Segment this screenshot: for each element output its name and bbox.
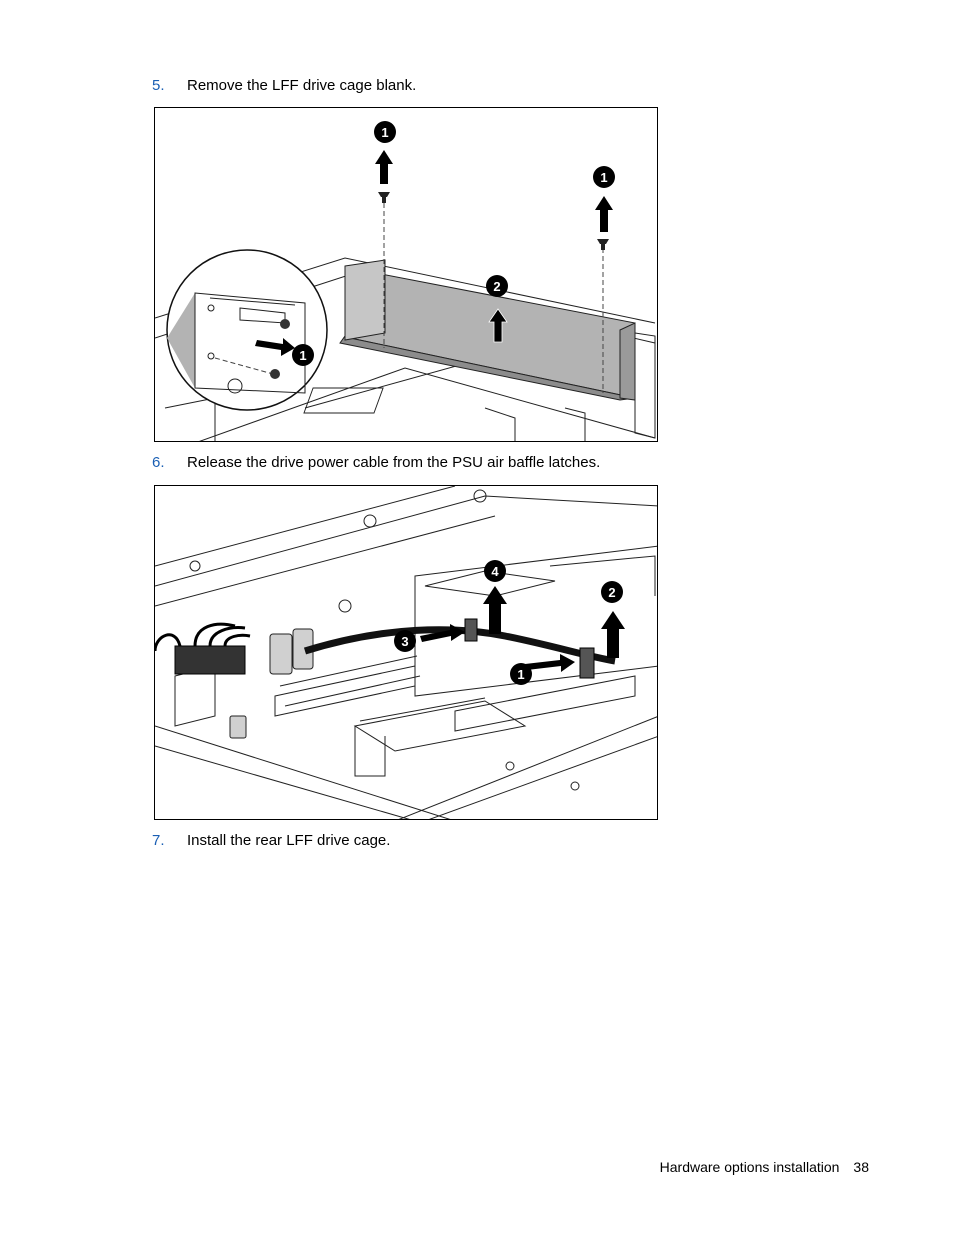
arrow-right-icon [420, 624, 465, 642]
arrow-up-icon [375, 150, 393, 184]
figure-release-power-cable: 4 2 3 1 [154, 485, 658, 820]
lff-drive-cage-blank [339, 259, 636, 401]
svg-text:2: 2 [608, 585, 615, 600]
arrow-up-icon [595, 196, 613, 232]
figure-remove-lff-blank: 1 1 2 1 [154, 107, 658, 442]
screw-icon [597, 239, 609, 250]
arrow-right-icon [525, 654, 575, 672]
step-7: 7. Install the rear LFF drive cage. [152, 832, 390, 850]
callout-3: 3 [394, 630, 416, 652]
screw-icon [378, 192, 390, 203]
callout-1: 1 [510, 663, 532, 685]
svg-text:3: 3 [401, 634, 408, 649]
magnified-detail [166, 249, 328, 411]
step-text: Install the rear LFF drive cage. [187, 832, 391, 849]
arrow-up-icon [488, 308, 508, 343]
page-footer: Hardware options installation 38 [660, 1159, 869, 1175]
svg-text:1: 1 [299, 348, 306, 363]
svg-text:1: 1 [517, 667, 524, 682]
arrow-up-icon [601, 611, 625, 658]
svg-text:1: 1 [381, 125, 388, 140]
callout-1-left-screw: 1 [374, 121, 396, 143]
step-number: 7. [152, 832, 165, 849]
footer-section-title: Hardware options installation [659, 1159, 840, 1175]
step-5: 5. Remove the LFF drive cage blank. [152, 77, 416, 95]
arrow-right-icon [255, 338, 295, 356]
callout-4: 4 [484, 560, 506, 582]
step-number: 6. [152, 454, 165, 471]
svg-text:1: 1 [600, 170, 607, 185]
page-number: 38 [853, 1159, 869, 1175]
step-text: Release the drive power cable from the P… [187, 454, 601, 471]
svg-text:2: 2 [493, 279, 500, 294]
callout-1-right-screw: 1 [593, 166, 615, 188]
arrow-up-icon [483, 586, 507, 634]
svg-text:4: 4 [491, 564, 499, 579]
callout-2: 2 [601, 581, 623, 603]
power-connector [155, 622, 251, 675]
step-text: Remove the LFF drive cage blank. [187, 77, 417, 94]
step-6: 6. Release the drive power cable from the… [152, 454, 600, 472]
callout-1-magnified: 1 [292, 344, 314, 366]
callout-2-lift-blank: 2 [486, 275, 508, 297]
step-number: 5. [152, 77, 165, 94]
